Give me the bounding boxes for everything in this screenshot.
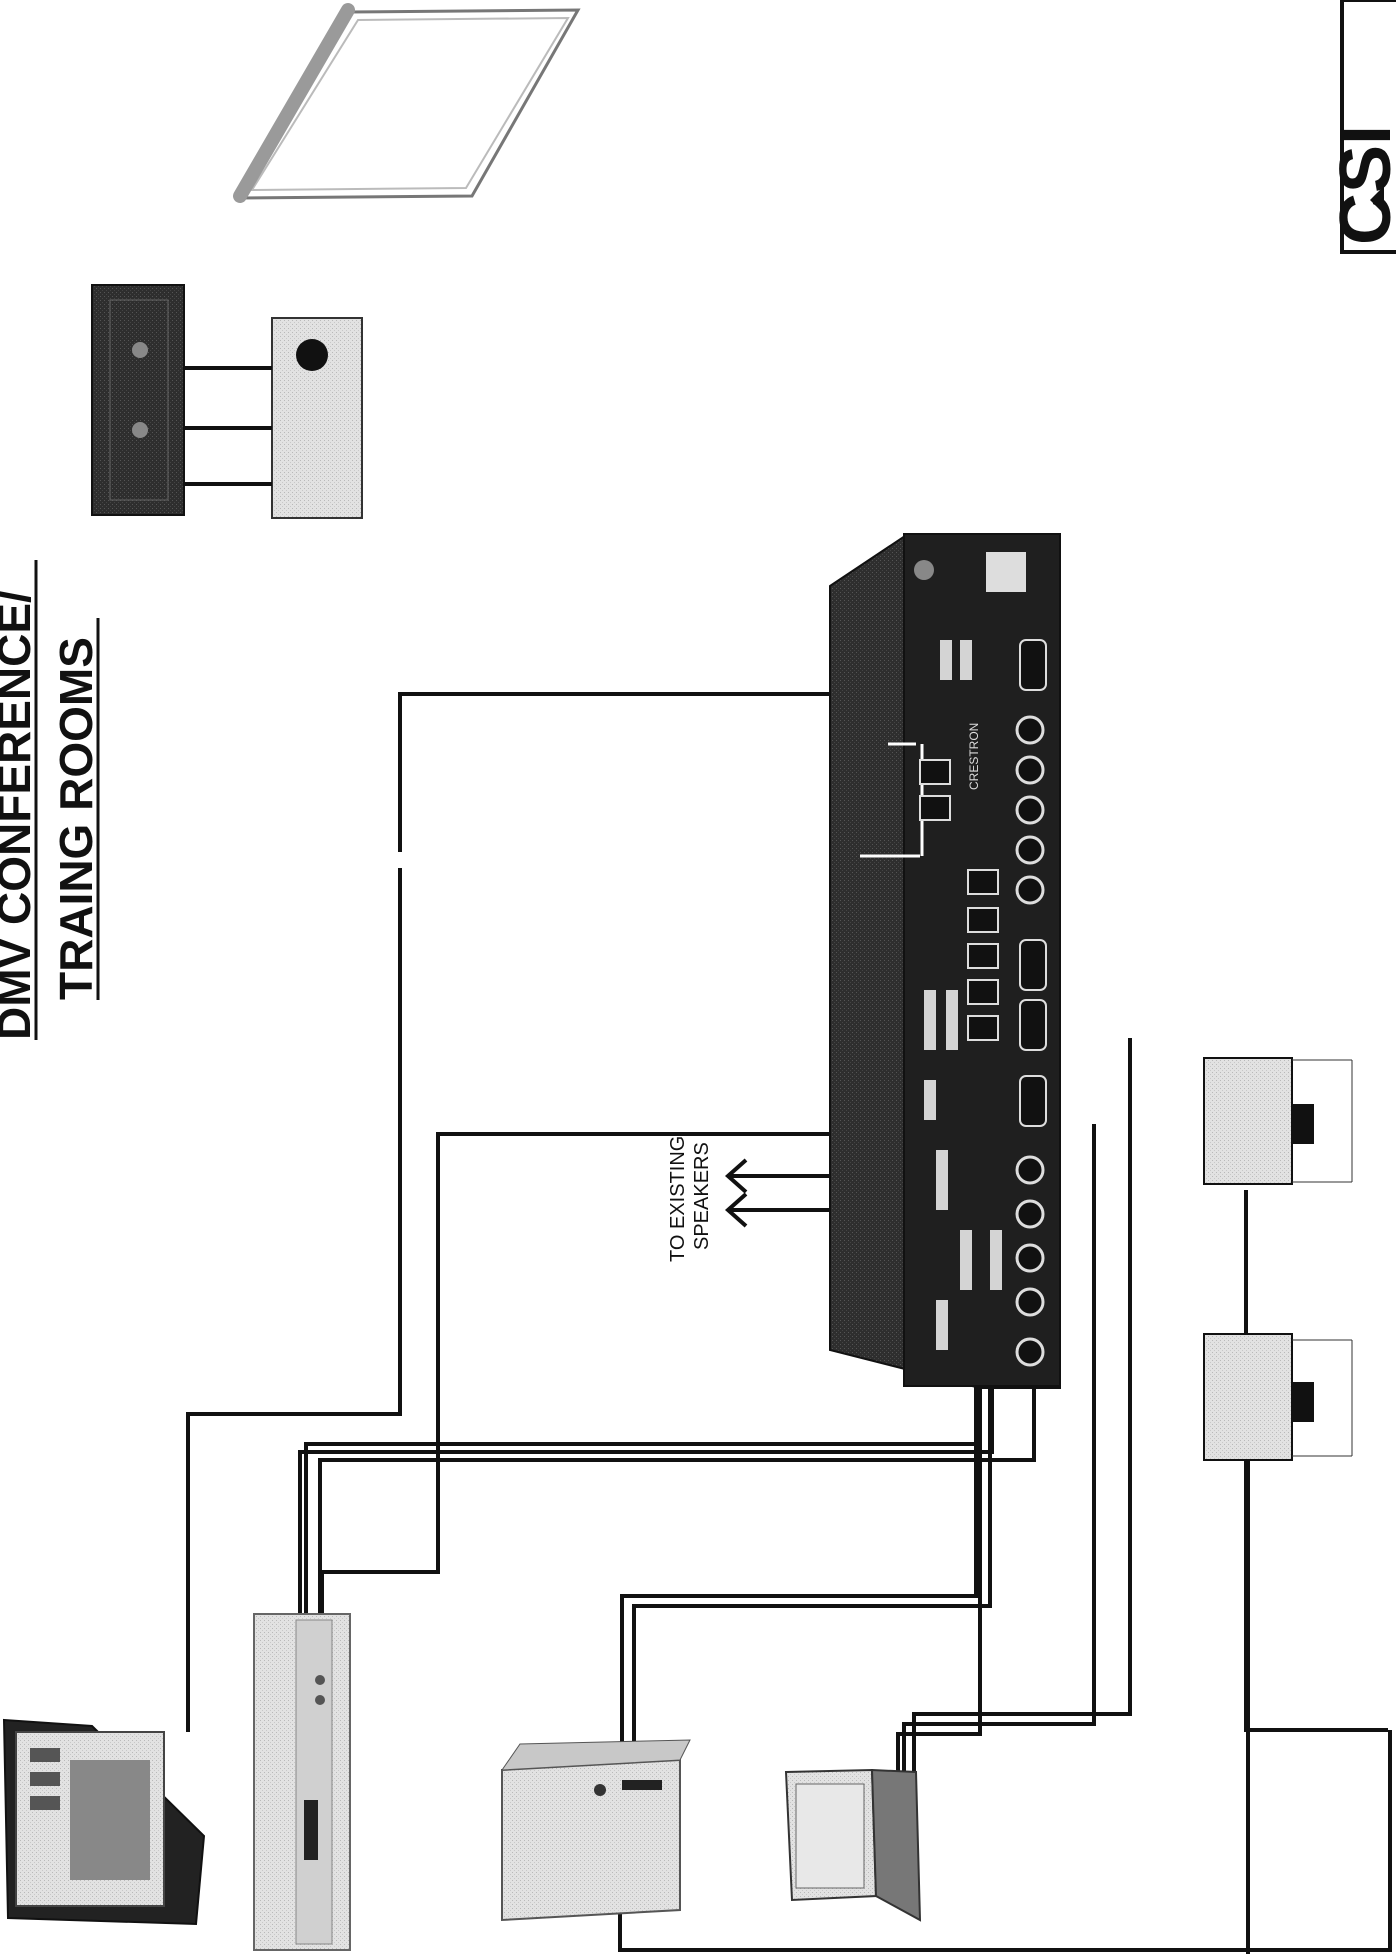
touch-panel-icon (2, 1718, 206, 1926)
wall-plate-icon (1203, 1057, 1353, 1185)
projector-icon (91, 284, 363, 519)
page-title: DMV CONFERENCE/ TRAING ROOMS (0, 560, 102, 1040)
control-rack-icon: CRESTRON (829, 533, 1061, 1389)
speakers-note-line-1: TO EXISTING (667, 1136, 689, 1262)
logo-text: CSI (1326, 125, 1396, 245)
dvd-vcr-icon (253, 1613, 351, 1951)
wiring (186, 692, 1392, 1954)
company-logo: CSI (1326, 0, 1396, 254)
title-line-1: DMV CONFERENCE/ (0, 590, 40, 1040)
wall-plate-icon (1203, 1333, 1353, 1461)
desktop-pc-icon (501, 1739, 691, 1922)
title-line-2: TRAING ROOMS (50, 637, 102, 1000)
rack-brand-label: CRESTRON (967, 723, 981, 790)
speakers-note-line-2: SPEAKERS (691, 1142, 713, 1250)
laptop-icon (784, 1768, 922, 1922)
projection-screen-icon (233, 3, 581, 203)
